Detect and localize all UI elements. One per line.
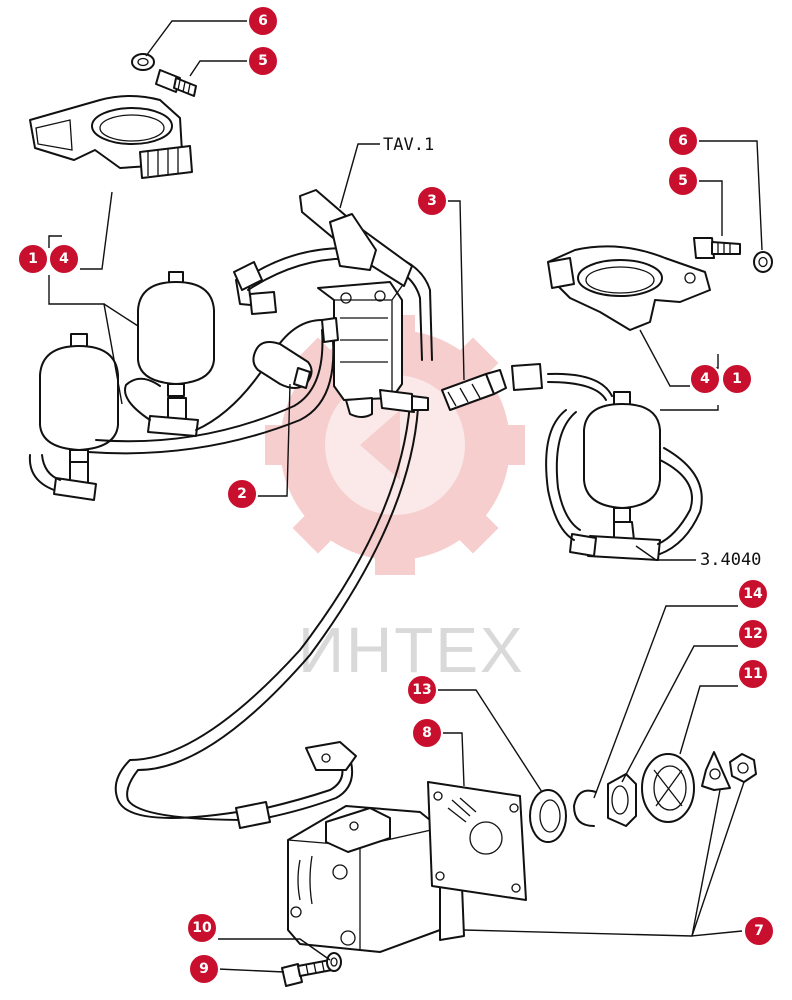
callout-8: 8 xyxy=(411,717,443,749)
svg-text:11: 11 xyxy=(743,666,762,682)
svg-text:13: 13 xyxy=(412,682,431,698)
svg-text:5: 5 xyxy=(678,173,688,189)
bracket-clamp-left xyxy=(29,95,193,179)
tab-washer xyxy=(701,751,731,791)
snap-ring xyxy=(573,789,597,827)
callout-1-left: 1 xyxy=(17,243,49,275)
svg-text:10: 10 xyxy=(192,920,212,936)
callout-6-top-right: 6 xyxy=(667,125,699,157)
svg-text:7: 7 xyxy=(754,923,764,939)
washer-6-top-left xyxy=(131,53,155,71)
callout-4-right: 4 xyxy=(689,363,721,395)
bolt-5-top-right xyxy=(693,237,741,259)
callout-10: 10 xyxy=(186,912,218,944)
svg-text:1: 1 xyxy=(28,251,38,267)
bracket-clamp-right xyxy=(547,245,711,331)
gear-wheel xyxy=(641,753,695,823)
accumulator-upper-left xyxy=(137,271,215,397)
gasket-plate xyxy=(427,781,527,901)
brake-valve-pedal xyxy=(299,189,429,418)
fitting-lower-left xyxy=(53,461,97,501)
hose-end-fittings xyxy=(233,261,543,829)
callout-13: 13 xyxy=(406,674,438,706)
pressure-switch xyxy=(252,341,313,389)
callout-7: 7 xyxy=(743,915,775,947)
svg-text:9: 9 xyxy=(199,961,209,977)
accumulator-right xyxy=(583,391,661,523)
callout-4-left: 4 xyxy=(48,243,80,275)
svg-text:14: 14 xyxy=(743,586,763,602)
svg-text:1: 1 xyxy=(732,371,742,387)
bolt-9 xyxy=(281,959,333,987)
callout-leaders xyxy=(48,20,763,973)
callout-2: 2 xyxy=(226,478,258,510)
accumulator-lower-left xyxy=(39,333,119,463)
callout-5-top-right: 5 xyxy=(667,165,699,197)
callout-1-right: 1 xyxy=(721,363,753,395)
svg-text:3: 3 xyxy=(427,193,437,209)
washer-10 xyxy=(326,952,342,972)
ref-3-4040-leader xyxy=(635,545,696,561)
svg-text:8: 8 xyxy=(422,725,432,741)
callout-11: 11 xyxy=(737,658,769,690)
fitting-upper-left xyxy=(147,397,199,437)
nut xyxy=(729,753,757,783)
callout-12: 12 xyxy=(737,618,769,650)
callout-14: 14 xyxy=(737,578,769,610)
svg-text:12: 12 xyxy=(743,626,762,642)
bolt-5-top-left xyxy=(155,69,197,97)
shaft-seal-ring xyxy=(529,789,567,843)
svg-text:5: 5 xyxy=(258,53,268,69)
callout-9: 9 xyxy=(188,953,220,985)
ref-3-4040-label: 3.4040 xyxy=(700,550,761,570)
tee-fitting-right xyxy=(569,521,661,561)
ref-tav-leader xyxy=(339,143,380,209)
svg-text:4: 4 xyxy=(700,371,710,387)
callout-6-top-left: 6 xyxy=(247,5,279,37)
hydraulic-pump xyxy=(287,805,469,953)
watermark-text: ИНТЕХ xyxy=(298,614,525,686)
svg-text:4: 4 xyxy=(59,251,69,267)
callout-5-top-left: 5 xyxy=(247,45,279,77)
svg-text:2: 2 xyxy=(237,486,247,502)
svg-text:6: 6 xyxy=(258,13,268,29)
callout-3: 3 xyxy=(416,185,448,217)
ref-tav-label: TAV.1 xyxy=(383,135,434,155)
svg-text:6: 6 xyxy=(678,133,688,149)
inline-restrictor xyxy=(441,369,507,411)
washer-6-top-right xyxy=(753,251,773,273)
